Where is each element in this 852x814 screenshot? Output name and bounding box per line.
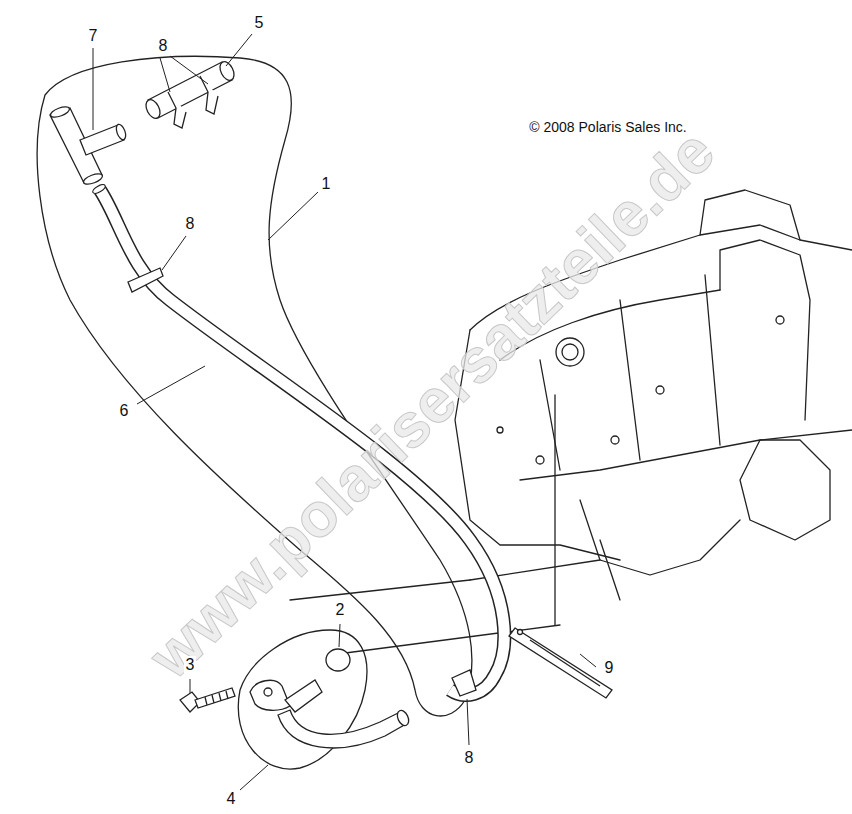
callout-number: 5 [253,14,266,32]
callout-number: 7 [87,27,100,45]
watermark: www.polarisersatzteile.de [136,117,727,691]
callout-number: 6 [118,402,131,420]
hose-piece [143,59,237,128]
callout-number: 8 [157,37,170,55]
strap [509,628,612,698]
bolt [180,688,235,712]
hose-clamp [452,670,476,696]
callout-number: 4 [225,790,238,808]
callout-number: 2 [334,601,347,619]
callout-number: 8 [184,215,197,233]
callout-number: 8 [463,749,476,767]
callout-number: 9 [603,659,616,677]
bracket-fitting [250,680,411,748]
hose-clamp [128,268,163,292]
group-outline [238,630,367,769]
leader-line [93,34,596,790]
tee-fitting [49,105,127,186]
callout-number: 1 [320,175,333,193]
plug [326,649,350,671]
callout-number: 3 [184,656,197,674]
copyright-note: © 2008 Polaris Sales Inc. [527,120,688,135]
